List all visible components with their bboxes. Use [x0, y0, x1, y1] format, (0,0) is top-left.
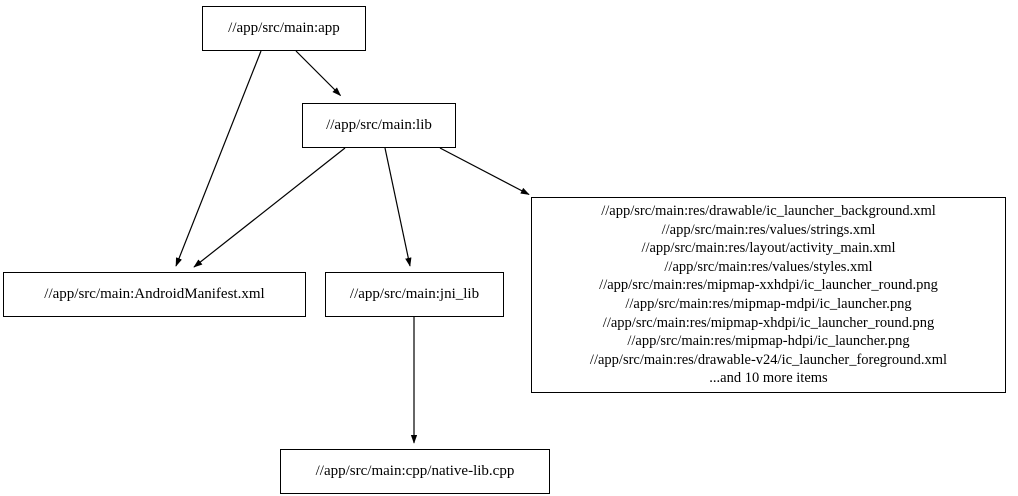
- node-android-manifest-label: //app/src/main:AndroidManifest.xml: [44, 286, 265, 302]
- resource-line-3: //app/src/main:res/values/styles.xml: [664, 258, 873, 275]
- edge-lib-to-manifest: [193, 147, 346, 268]
- edge-app-to-lib: [295, 50, 342, 97]
- node-app-label: //app/src/main:app: [228, 20, 340, 36]
- node-app[interactable]: //app/src/main:app: [202, 6, 366, 51]
- resource-line-2: //app/src/main:res/layout/activity_main.…: [641, 240, 896, 257]
- resource-line-8: //app/src/main:res/drawable-v24/ic_launc…: [589, 351, 948, 368]
- node-resources-group[interactable]: //app/src/main:res/drawable/ic_launcher_…: [531, 197, 1006, 393]
- node-android-manifest[interactable]: //app/src/main:AndroidManifest.xml: [3, 272, 306, 317]
- node-lib[interactable]: //app/src/main:lib: [302, 103, 456, 148]
- resource-line-7: //app/src/main:res/mipmap-hdpi/ic_launch…: [627, 333, 910, 350]
- resource-line-4: //app/src/main:res/mipmap-xxhdpi/ic_laun…: [599, 277, 938, 294]
- node-resources-group-lines: //app/src/main:res/drawable/ic_launcher_…: [538, 202, 999, 388]
- resource-line-5: //app/src/main:res/mipmap-mdpi/ic_launch…: [625, 296, 912, 312]
- resource-line-0: //app/src/main:res/drawable/ic_launcher_…: [601, 203, 936, 220]
- node-lib-label: //app/src/main:lib: [326, 117, 432, 133]
- resource-line-6: //app/src/main:res/mipmap-xhdpi/ic_launc…: [602, 314, 935, 331]
- edge-app-to-manifest: [175, 50, 262, 267]
- resource-line-9: ...and 10 more items: [709, 370, 828, 387]
- edge-lib-to-resources: [439, 147, 530, 196]
- resource-line-1: //app/src/main:res/values/strings.xml: [661, 221, 876, 238]
- node-native-lib-cpp[interactable]: //app/src/main:cpp/native-lib.cpp: [280, 449, 550, 494]
- node-jni-lib[interactable]: //app/src/main:jni_lib: [325, 272, 504, 317]
- node-jni-lib-label: //app/src/main:jni_lib: [349, 286, 480, 302]
- edge-lib-to-jni-lib: [384, 147, 412, 267]
- node-native-lib-cpp-label: //app/src/main:cpp/native-lib.cpp: [315, 463, 515, 479]
